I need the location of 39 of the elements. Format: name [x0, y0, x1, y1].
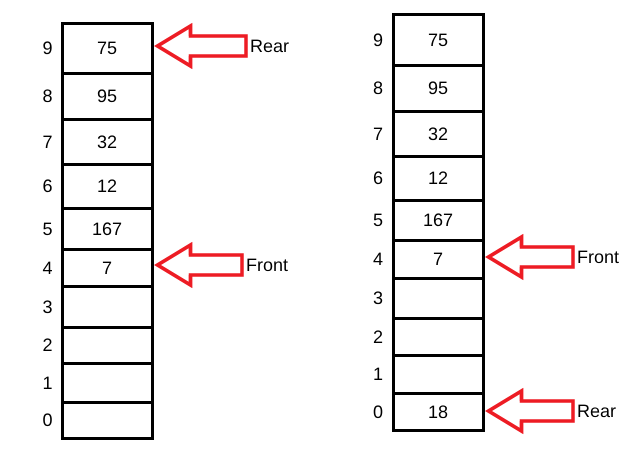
index-number: 0: [373, 402, 383, 420]
index-number: 1: [42, 374, 52, 392]
index-number: 2: [42, 336, 52, 354]
index-number: 6: [42, 177, 52, 195]
index-number: 7: [373, 124, 383, 142]
array-cell: [392, 12, 484, 66]
array-value: 12: [96, 177, 118, 195]
array-value: 167: [422, 211, 454, 229]
pointer-label: Rear: [250, 37, 290, 55]
index-number: 9: [373, 30, 383, 48]
index-number: 3: [42, 298, 52, 316]
index-number: 4: [373, 250, 383, 268]
index-number: 7: [42, 132, 52, 150]
index-number: 9: [42, 39, 52, 57]
array-value: 12: [428, 169, 448, 187]
index-number: 4: [42, 258, 52, 276]
array-cell: [60, 22, 154, 74]
array-value: 95: [96, 87, 118, 105]
array-value: 75: [428, 30, 448, 48]
index-number: 0: [42, 411, 52, 429]
array-value: 7: [432, 250, 443, 268]
array-value: 75: [96, 39, 118, 57]
pointer-label: Rear: [577, 402, 616, 420]
index-number: 1: [373, 365, 383, 383]
index-number: 3: [373, 289, 383, 307]
array-value: 32: [96, 132, 118, 150]
array-value: 32: [428, 124, 448, 142]
array-value: 7: [102, 258, 112, 276]
pointer-label: Front: [577, 248, 620, 266]
pointer-label: Front: [246, 256, 288, 274]
index-number: 5: [42, 220, 52, 238]
array-value: 95: [428, 79, 448, 97]
index-number: 8: [373, 79, 383, 97]
index-number: 6: [373, 169, 383, 187]
index-number: 5: [373, 211, 383, 229]
array-value: 18: [428, 402, 448, 420]
array-value: 167: [92, 220, 122, 238]
index-number: 2: [373, 328, 383, 346]
index-number: 8: [42, 87, 52, 105]
